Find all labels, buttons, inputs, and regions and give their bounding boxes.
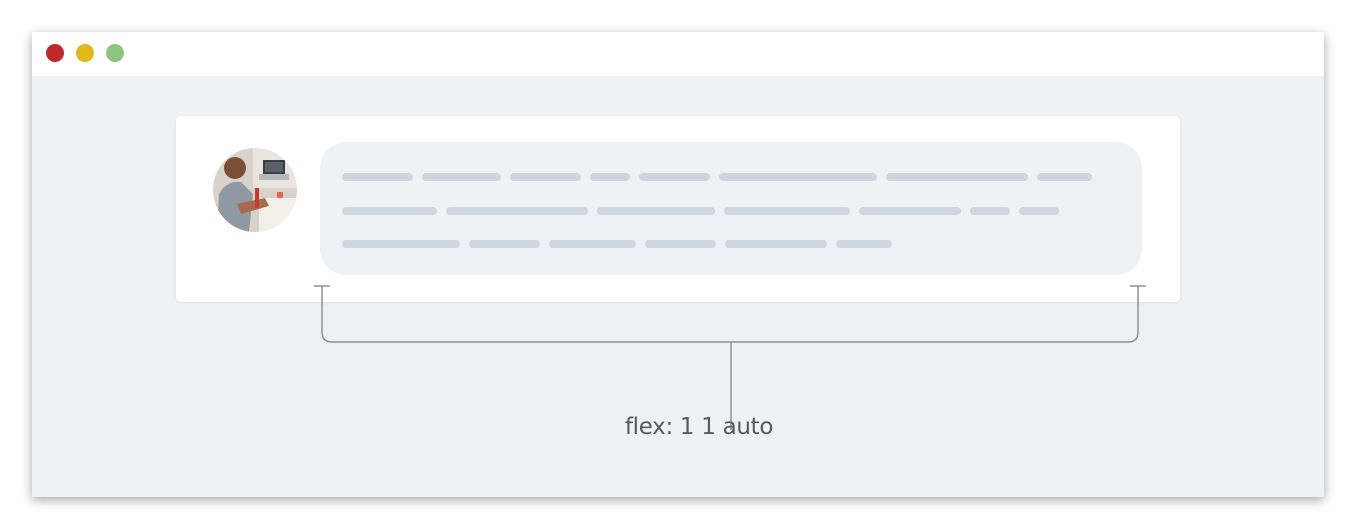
person-photo-icon xyxy=(213,148,297,232)
placeholder-text-line xyxy=(342,207,1059,215)
maximize-window-button[interactable] xyxy=(106,44,124,62)
placeholder-text-line xyxy=(342,173,1092,181)
close-window-button[interactable] xyxy=(46,44,64,62)
avatar xyxy=(213,148,297,232)
bracket-lines xyxy=(314,285,1146,430)
window-titlebar xyxy=(32,32,1324,76)
browser-window xyxy=(32,32,1324,497)
minimize-window-button[interactable] xyxy=(76,44,94,62)
comment-bubble xyxy=(320,142,1142,275)
comment-card xyxy=(176,116,1180,302)
flex-property-label: flex: 1 1 auto xyxy=(624,414,774,440)
placeholder-text-line xyxy=(342,240,892,248)
